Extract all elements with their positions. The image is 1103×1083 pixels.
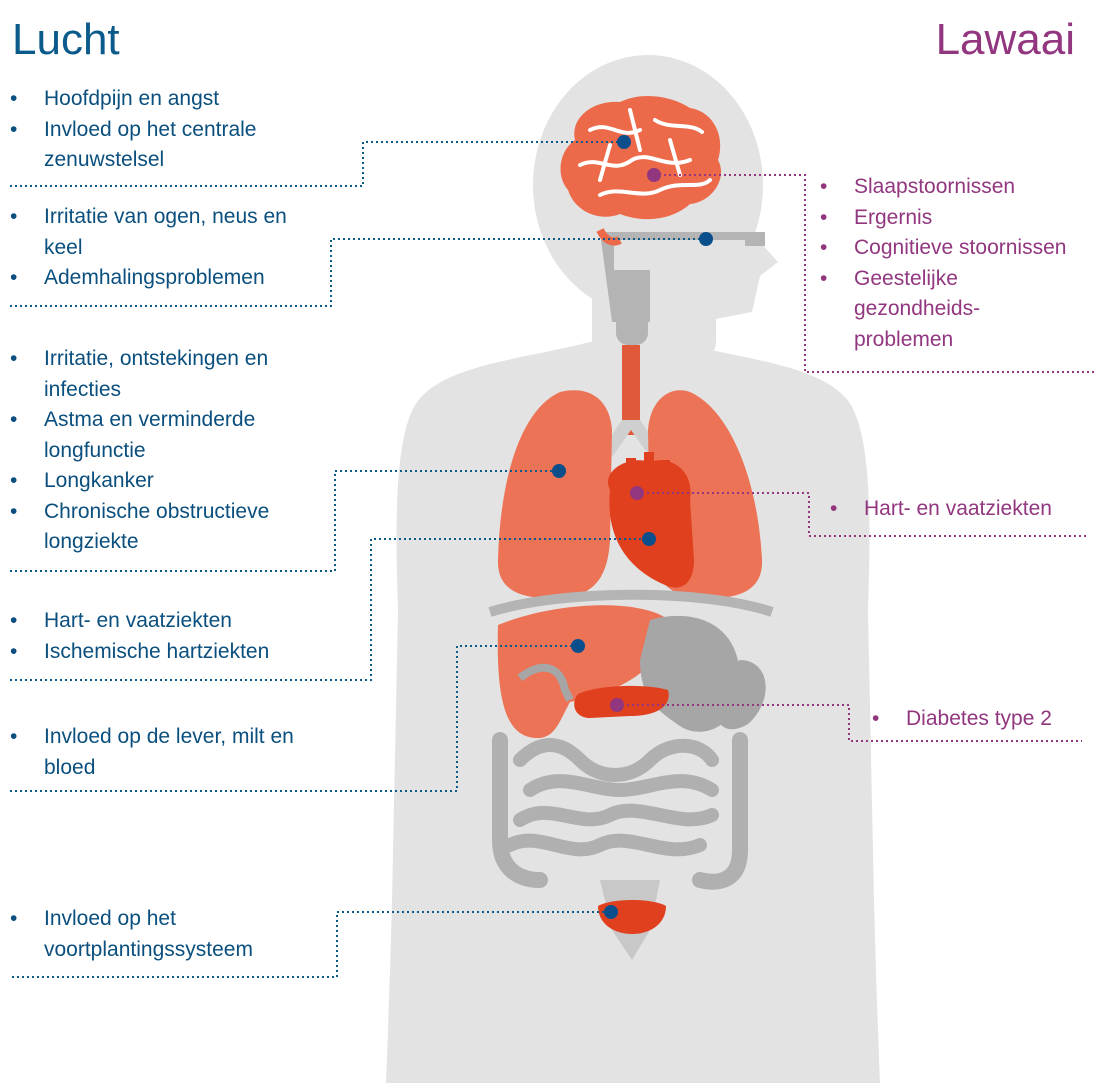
air-dot-heart — [642, 532, 656, 546]
air-effect-item: Hart- en vaatziekten — [8, 606, 348, 637]
noise-effect-item: Diabetes type 2 — [870, 704, 1100, 735]
air-effect-item: Hoofdpijn en angst — [8, 84, 348, 115]
air-title: Lucht — [12, 14, 120, 66]
air-effects-brain: Hoofdpijn en angst Invloed op het centra… — [8, 84, 348, 176]
air-effect-item: Irritatie van ogen, neus en keel — [8, 202, 298, 263]
air-effect-item: Ischemische hartziekten — [8, 637, 348, 668]
air-effect-item: Invloed op de lever, milt en bloed — [8, 722, 318, 783]
air-effects-reproductive: Invloed op het voortplantingssysteem — [8, 904, 318, 965]
noise-effects-heart: Hart- en vaatziekten — [828, 494, 1098, 525]
noise-dot-heart — [630, 486, 644, 500]
air-effect-item: Invloed op het voortplantingssysteem — [8, 904, 318, 965]
air-effect-item: Invloed op het centrale zenuwstelsel — [8, 115, 348, 176]
air-dot-reproductive — [604, 905, 618, 919]
noise-dot-brain — [647, 168, 661, 182]
air-effect-item: Astma en verminderde longfunctie — [8, 405, 308, 466]
noise-title: Lawaai — [936, 14, 1075, 66]
air-dot-lungs — [552, 464, 566, 478]
noise-effect-item: Geestelijke gezondheids-problemen — [818, 264, 1004, 356]
air-effects-lungs: Irritatie, ontstekingen en infecties Ast… — [8, 344, 308, 558]
noise-effects-pancreas: Diabetes type 2 — [870, 704, 1100, 735]
air-effects-liver: Invloed op de lever, milt en bloed — [8, 722, 318, 783]
air-dot-liver — [571, 639, 585, 653]
air-effect-item: Ademhalingsproblemen — [8, 263, 298, 294]
noise-effect-item: Ergernis — [818, 203, 1103, 234]
noise-dot-pancreas — [610, 698, 624, 712]
noise-effect-item: Cognitieve stoornissen — [818, 233, 1103, 264]
air-effect-item: Longkanker — [8, 466, 308, 497]
noise-effect-item: Hart- en vaatziekten — [828, 494, 1098, 525]
air-effect-item: Irritatie, ontstekingen en infecties — [8, 344, 308, 405]
noise-effects-brain: Slaapstoornissen Ergernis Cognitieve sto… — [818, 172, 1103, 355]
noise-effect-item: Slaapstoornissen — [818, 172, 1103, 203]
air-effect-item: Chronische obstructieve longziekte — [8, 497, 308, 558]
air-dot-airways — [699, 232, 713, 246]
air-effects-airways: Irritatie van ogen, neus en keel Ademhal… — [8, 202, 298, 294]
air-dot-brain — [617, 135, 631, 149]
air-effects-heart: Hart- en vaatziekten Ischemische hartzie… — [8, 606, 348, 667]
